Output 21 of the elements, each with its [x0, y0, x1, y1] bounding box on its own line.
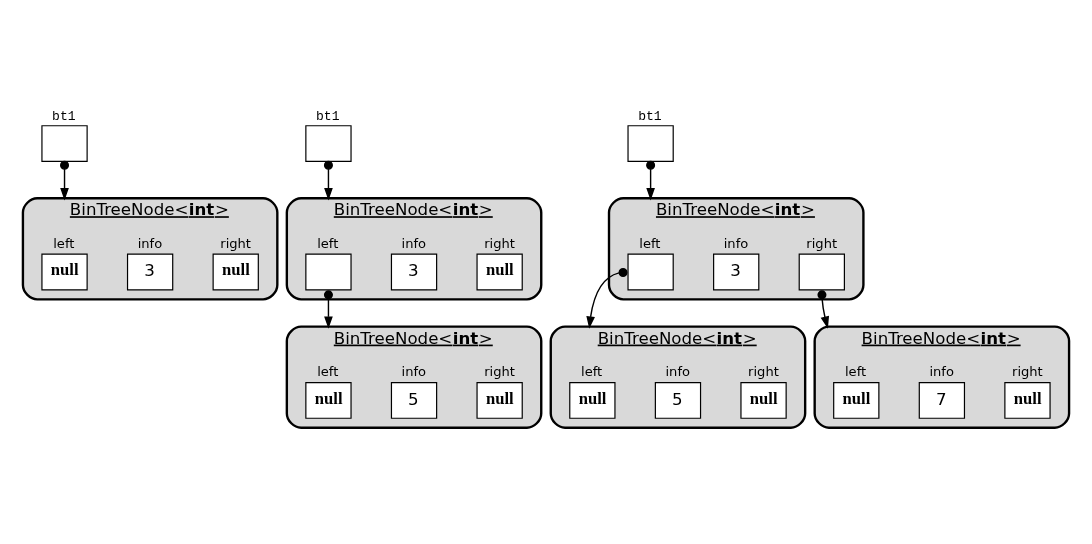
- node-label: left: [581, 364, 603, 380]
- node-label: right: [484, 235, 515, 251]
- node-label: bt1: [52, 108, 76, 124]
- node-label: info: [137, 235, 163, 251]
- node-label: info: [723, 235, 749, 251]
- node-label: right: [748, 364, 779, 380]
- node-label: right: [1012, 364, 1043, 380]
- node-label: bt1: [638, 108, 662, 124]
- node-label: right: [484, 364, 515, 380]
- node-label: right: [806, 235, 838, 251]
- node-label: info: [929, 364, 954, 380]
- node-label: left: [844, 364, 867, 380]
- node-label: left: [639, 235, 661, 251]
- node-label: right: [220, 235, 251, 251]
- node-label: info: [401, 364, 427, 380]
- node-label: info: [665, 364, 690, 380]
- node-label: left: [53, 235, 75, 251]
- node-label: bt1: [315, 108, 340, 124]
- node-label: left: [317, 364, 339, 380]
- node-label: left: [317, 235, 339, 251]
- node-label: info: [401, 235, 427, 251]
